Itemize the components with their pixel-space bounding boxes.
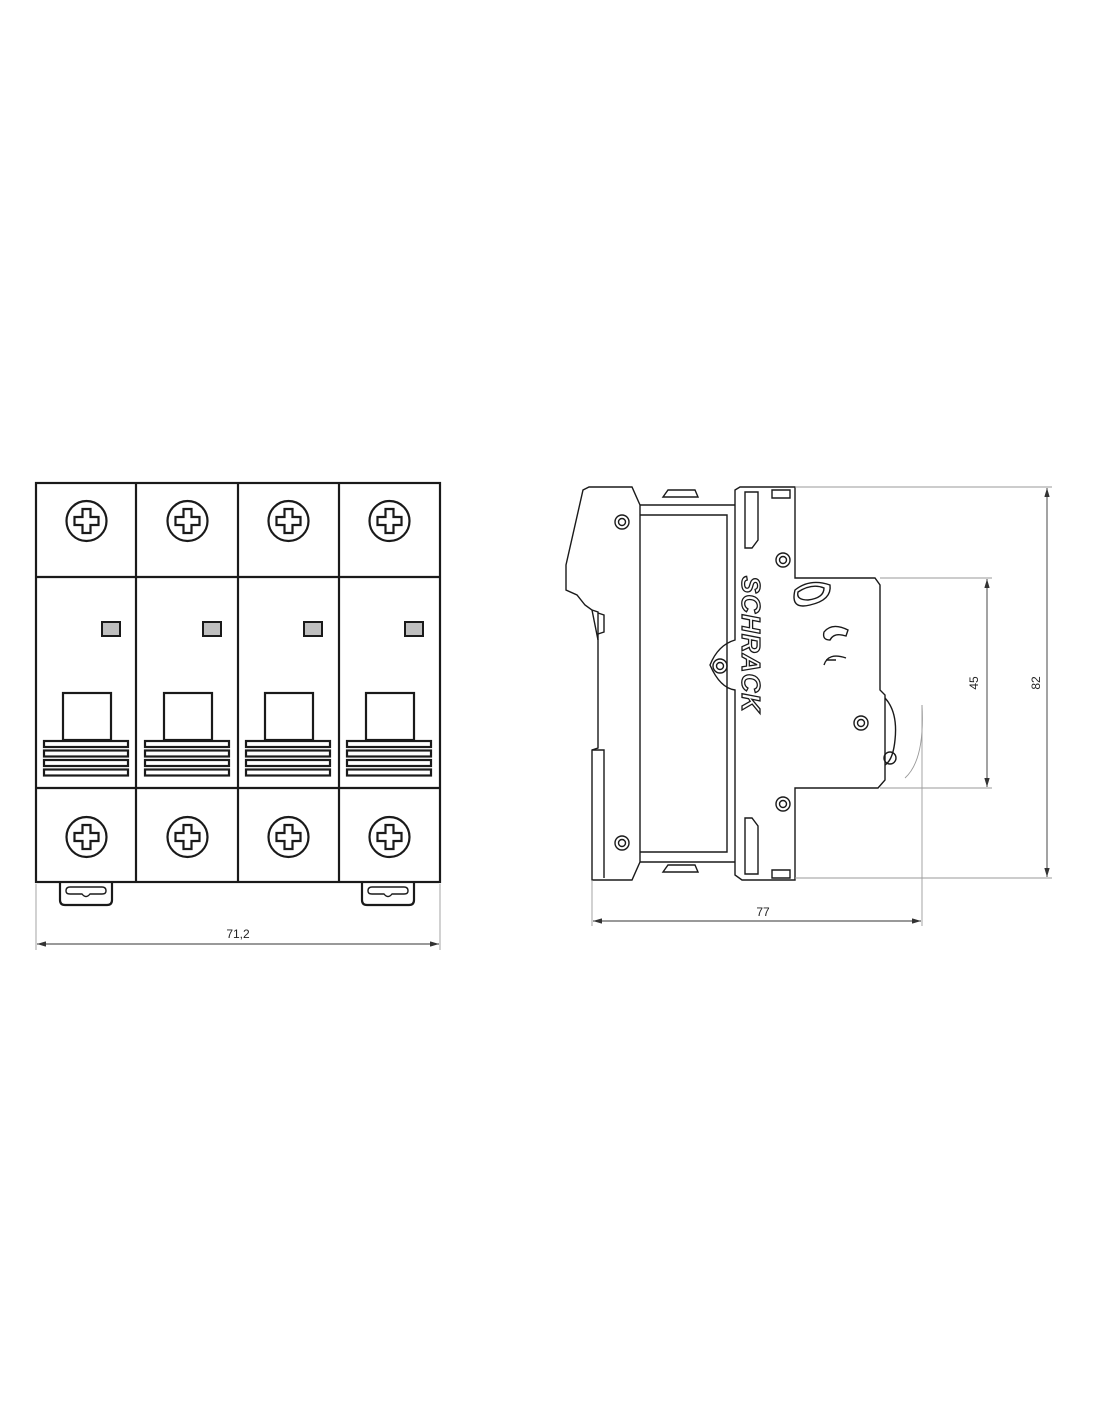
top-terminal-screw-icon: [166, 499, 209, 543]
width-dimension-label: 71,2: [226, 927, 250, 941]
bottom-terminal-screw-icon: [65, 815, 108, 859]
handle-rib: [345, 739, 433, 749]
status-indicator: [101, 621, 121, 637]
handle-rib: [143, 768, 231, 777]
side-view: SCHRACK 77 45 82: [565, 486, 1052, 926]
din-clip-left: [58, 882, 114, 907]
total-height-label: 82: [1029, 676, 1043, 690]
depth-dimension-label: 77: [756, 905, 770, 919]
din-clip-right: [360, 882, 416, 907]
pole-3: [244, 499, 332, 859]
handle-rib: [42, 768, 130, 777]
handle-rib: [143, 749, 231, 758]
toggle-handle: [162, 691, 214, 742]
status-indicator: [303, 621, 323, 637]
handle-rib: [244, 758, 332, 768]
handle-rib: [42, 739, 130, 749]
handle-rib: [345, 768, 433, 777]
toggle-handle: [364, 691, 416, 742]
handle-rib: [244, 739, 332, 749]
bottom-terminal-screw-icon: [267, 815, 310, 859]
pole-1: [42, 499, 130, 859]
top-terminal-screw-icon: [368, 499, 411, 543]
top-terminal-screw-icon: [267, 499, 310, 543]
pole-2: [143, 499, 231, 859]
front-height-dimension: 45: [880, 577, 992, 789]
front-view: 71,2: [34, 481, 442, 950]
handle-rib: [42, 758, 130, 768]
pole-4: [345, 499, 433, 859]
top-terminal-screw-icon: [65, 499, 108, 543]
handle-rib: [42, 749, 130, 758]
width-dimension: 71,2: [35, 884, 441, 950]
depth-dimension: 77: [591, 705, 923, 926]
schrack-logo: SCHRACK: [736, 576, 766, 714]
status-indicator: [404, 621, 424, 637]
front-height-label: 45: [967, 676, 981, 690]
toggle-handle: [61, 691, 113, 742]
handle-rib: [244, 768, 332, 777]
handle-rib: [345, 749, 433, 758]
handle-rib: [143, 758, 231, 768]
status-indicator: [202, 621, 222, 637]
bottom-terminal-screw-icon: [368, 815, 411, 859]
bottom-terminal-screw-icon: [166, 815, 209, 859]
handle-rib: [345, 758, 433, 768]
handle-rib: [143, 739, 231, 749]
handle-rib: [244, 749, 332, 758]
total-height-dimension: 82: [795, 486, 1052, 879]
toggle-handle: [263, 691, 315, 742]
